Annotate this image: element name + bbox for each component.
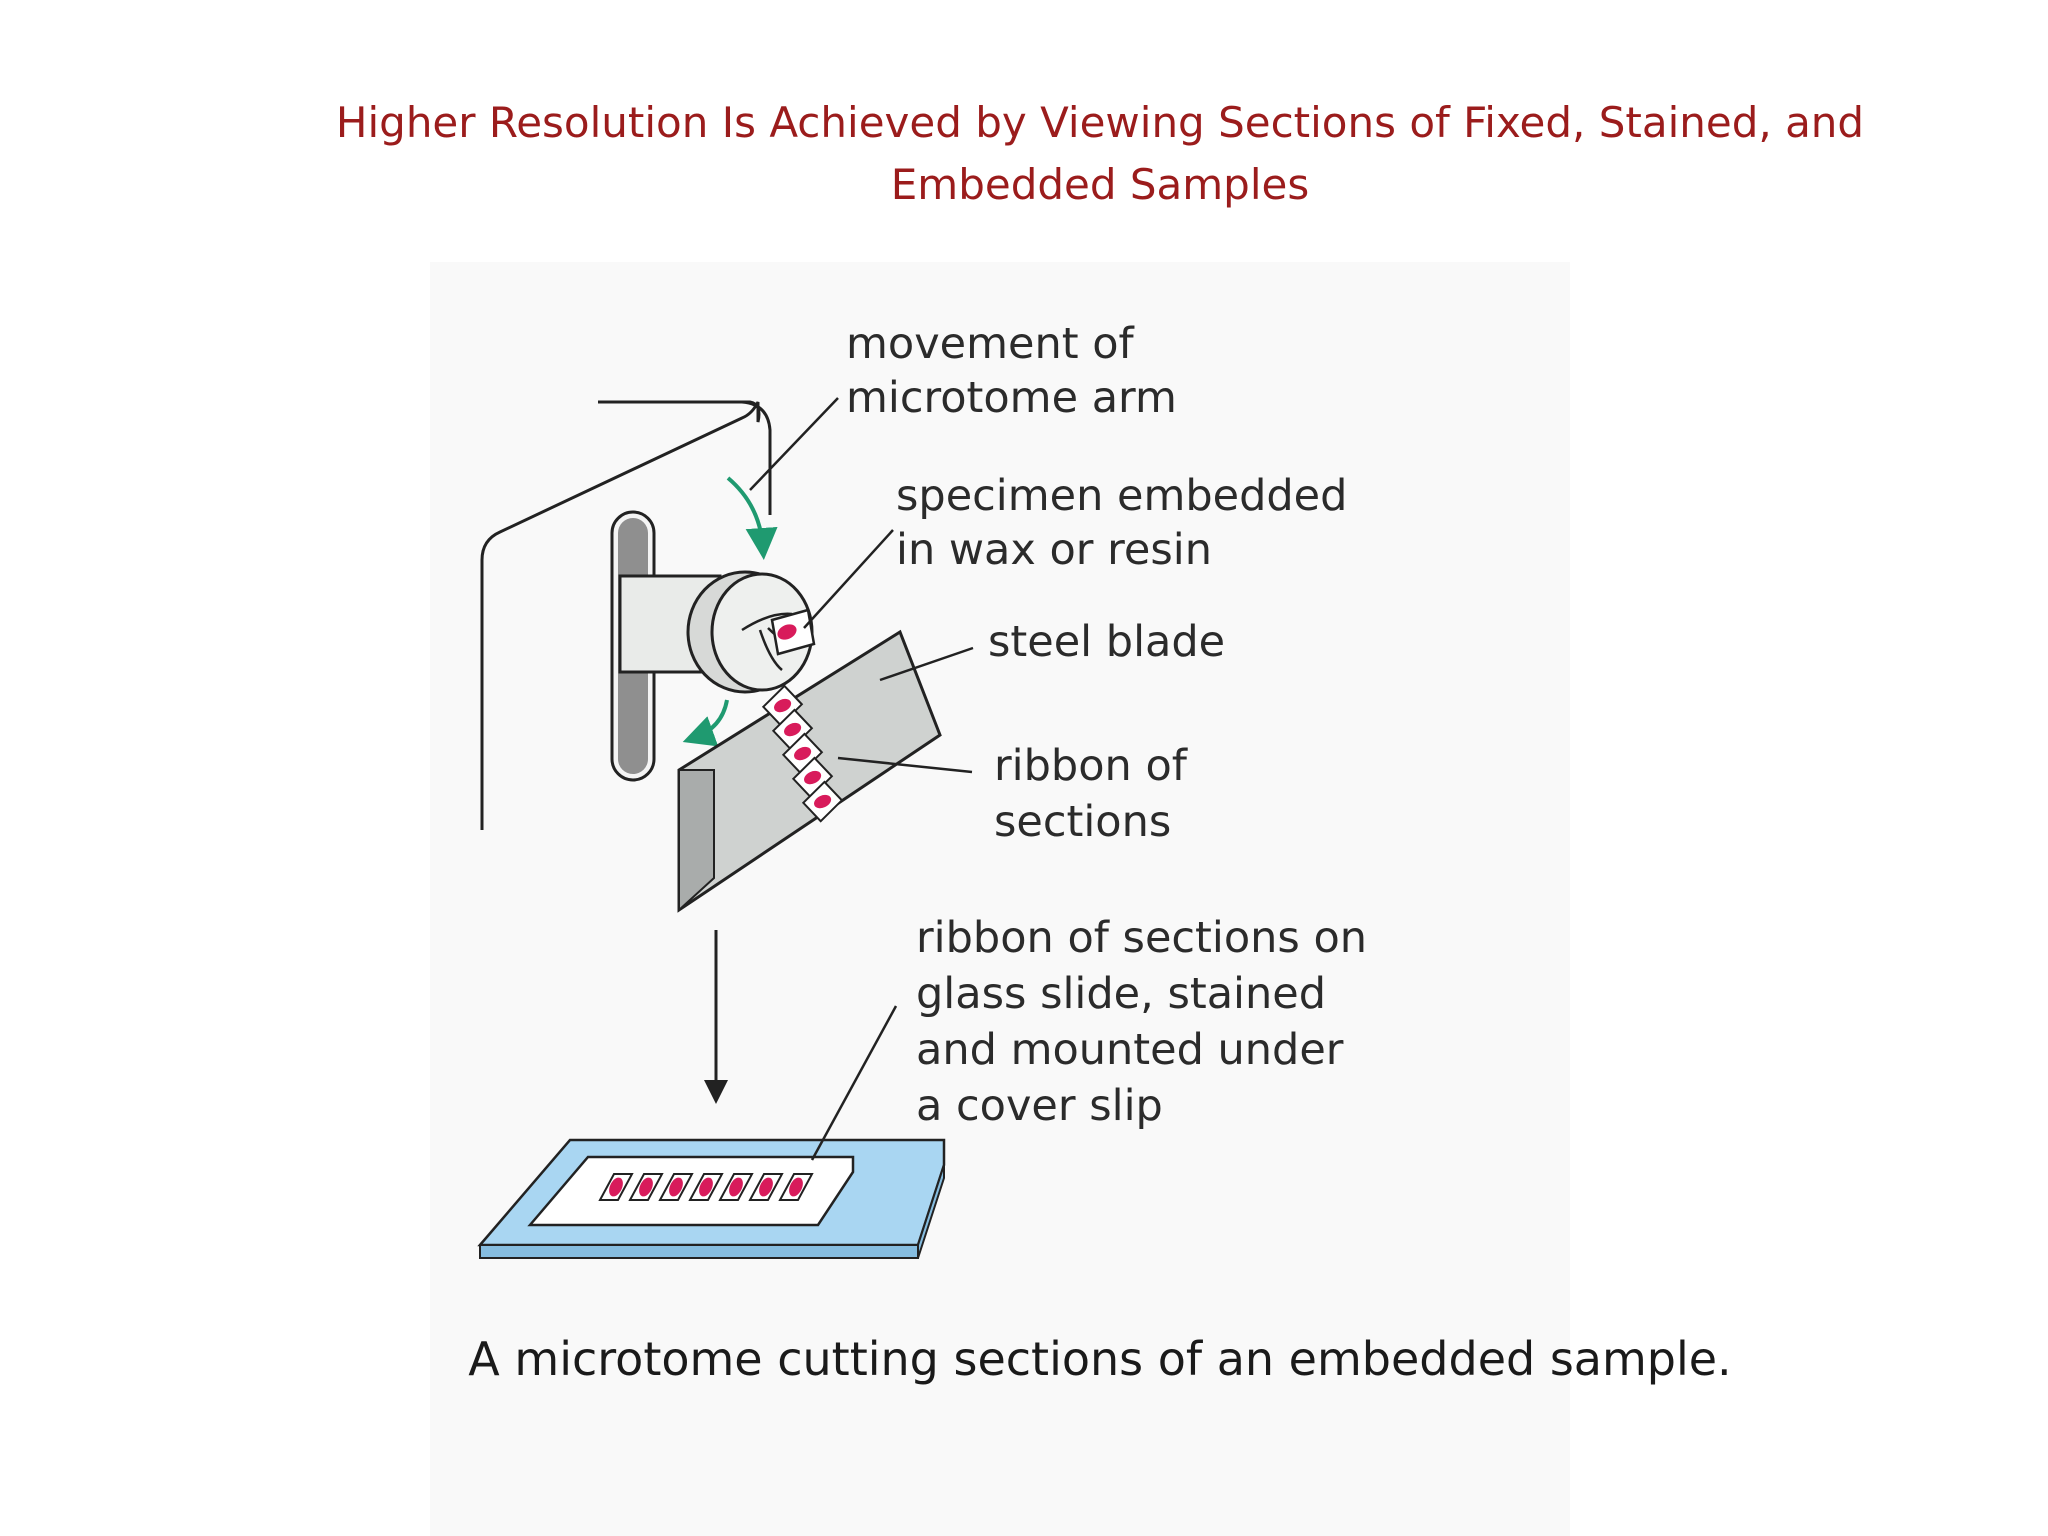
leader-blade <box>879 646 974 682</box>
label-slide: ribbon of sections on glass slide, stain… <box>916 913 1381 1131</box>
label-slide-line-4: a cover slip <box>916 1081 1163 1131</box>
leader-arm <box>749 397 839 491</box>
label-arm-line-1: movement of <box>846 319 1135 369</box>
leader-specimen <box>803 529 894 629</box>
figure-caption: A microtome cutting sections of an embed… <box>468 1332 1732 1386</box>
label-blade-line-1: steel blade <box>988 617 1225 667</box>
slide-title-line-2: Embedded Samples <box>890 160 1310 209</box>
leader-slide <box>810 1005 898 1161</box>
label-slide-line-2: glass slide, stained <box>916 969 1326 1019</box>
cover-slip <box>527 1155 855 1227</box>
label-ribbon-line-1: ribbon of <box>994 741 1188 791</box>
label-specimen-line-1: specimen embedded <box>896 471 1347 521</box>
label-arm-line-2: microtome arm <box>846 373 1177 423</box>
label-slide-line-3: and mounted under <box>916 1025 1344 1075</box>
specimen-block <box>770 608 816 656</box>
label-ribbon-line-2: sections <box>994 797 1171 847</box>
label-specimen-line-2: in wax or resin <box>896 525 1212 575</box>
leader-lines <box>749 397 974 1161</box>
glass-slide <box>477 1138 946 1259</box>
ribbon-on-slide <box>598 1173 814 1201</box>
slide-title: Higher Resolution Is Achieved by Viewing… <box>300 92 1900 216</box>
label-specimen: specimen embedded in wax or resin <box>896 471 1361 575</box>
slide-title-line-1: Higher Resolution Is Achieved by Viewing… <box>335 98 1865 147</box>
microtome-body <box>480 400 772 830</box>
label-arm: movement of microtome arm <box>846 319 1177 423</box>
arm-motion-arrows <box>682 476 778 747</box>
label-blade: steel blade <box>988 617 1225 667</box>
leader-ribbon <box>837 756 973 774</box>
label-slide-line-1: ribbon of sections on <box>916 913 1367 963</box>
ribbon-on-blade <box>761 684 844 823</box>
label-ribbon: ribbon of sections <box>994 741 1201 847</box>
